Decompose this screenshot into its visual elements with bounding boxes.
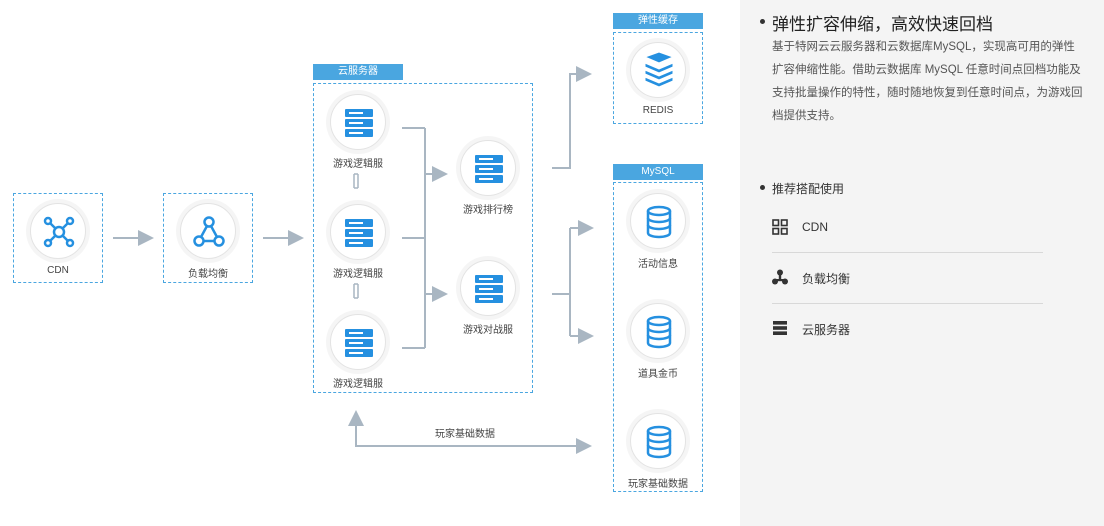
player-db-label: 玩家基础数据 xyxy=(628,479,688,490)
server-group-box xyxy=(313,83,533,393)
server-icon xyxy=(345,109,373,137)
player-data-edge-label: 玩家基础数据 xyxy=(435,429,495,440)
cdn-box xyxy=(13,193,103,283)
recommend-item-label: 云服务器 xyxy=(802,323,851,337)
recommend-item-label: CDN xyxy=(802,220,828,234)
grid-icon xyxy=(772,219,788,235)
server-icon xyxy=(345,329,373,357)
redis-stack-icon xyxy=(643,51,675,88)
server-group-tag: 云服务器 xyxy=(313,64,403,80)
battle-server-label: 游戏对战服 xyxy=(463,325,513,336)
panel-description: 基于特网云云服务器和云数据库MySQL，实现高可用的弹性 扩容伸缩性能。借助云数… xyxy=(772,36,1102,128)
mysql-group-box xyxy=(613,182,703,492)
redis-node[interactable] xyxy=(630,42,686,98)
battle-server[interactable] xyxy=(460,260,516,316)
mysql-group-tag: MySQL xyxy=(613,164,703,180)
activity-db-label: 活动信息 xyxy=(638,259,678,270)
description-line: 基于特网云云服务器和云数据库MySQL，实现高可用的弹性 xyxy=(772,41,1075,53)
cache-group-box xyxy=(613,32,703,124)
arrow-rank-redis xyxy=(552,66,592,169)
rank-server-label: 游戏排行榜 xyxy=(463,205,513,216)
logic-server-3[interactable] xyxy=(330,314,386,370)
recommend-item-cdn[interactable]: CDN xyxy=(772,214,1044,242)
logic-server-2-label: 游戏逻辑服 xyxy=(333,269,383,280)
database-icon xyxy=(646,205,672,239)
recommend-item-label: 负载均衡 xyxy=(802,272,851,286)
divider xyxy=(772,252,1043,253)
divider xyxy=(772,303,1043,304)
server-list-icon xyxy=(773,321,787,335)
lb-label: 负载均衡 xyxy=(188,269,228,280)
load-balancer-icon xyxy=(193,216,225,247)
cdn-label: CDN xyxy=(47,265,69,276)
network-hub-icon xyxy=(43,216,75,248)
activity-db[interactable] xyxy=(630,193,686,249)
cache-group-tag: 弹性缓存 xyxy=(613,13,703,29)
server-icon xyxy=(475,275,503,303)
description-line: 档提供支持。 xyxy=(772,110,841,122)
panel-title: 弹性扩容伸缩，高效快速回档 xyxy=(772,15,993,34)
database-icon xyxy=(646,425,672,459)
recommend-item-server[interactable]: 云服务器 xyxy=(772,315,1044,343)
server-icon xyxy=(345,219,373,247)
recommend-bullet xyxy=(760,185,765,190)
load-balancer-icon xyxy=(772,269,788,285)
cdn-node[interactable] xyxy=(30,203,86,259)
database-icon xyxy=(646,315,672,349)
redis-label: REDIS xyxy=(642,105,674,116)
server-icon xyxy=(475,155,503,183)
description-line: 支持批量操作的特性，随时随地恢复到任意时间点，为游戏回 xyxy=(772,87,1083,99)
items-db-label: 道具金币 xyxy=(638,369,678,380)
recommend-item-lb[interactable]: 负载均衡 xyxy=(772,264,1044,292)
recommend-title: 推荐搭配使用 xyxy=(772,182,845,196)
lb-box xyxy=(163,193,253,283)
logic-server-1[interactable] xyxy=(330,94,386,150)
rank-server[interactable] xyxy=(460,140,516,196)
items-db[interactable] xyxy=(630,303,686,359)
player-db[interactable] xyxy=(630,413,686,469)
description-line: 扩容伸缩性能。借助云数据库 MySQL 任意时间点回档功能及 xyxy=(772,64,1081,76)
logic-server-3-label: 游戏逻辑服 xyxy=(333,379,383,390)
lb-node[interactable] xyxy=(180,203,236,259)
logic-server-1-label: 游戏逻辑服 xyxy=(333,159,383,170)
info-panel: 弹性扩容伸缩，高效快速回档 基于特网云云服务器和云数据库MySQL，实现高可用的… xyxy=(740,0,1104,526)
diagram-connectors xyxy=(113,66,594,454)
logic-server-2[interactable] xyxy=(330,204,386,260)
title-bullet xyxy=(760,19,765,24)
